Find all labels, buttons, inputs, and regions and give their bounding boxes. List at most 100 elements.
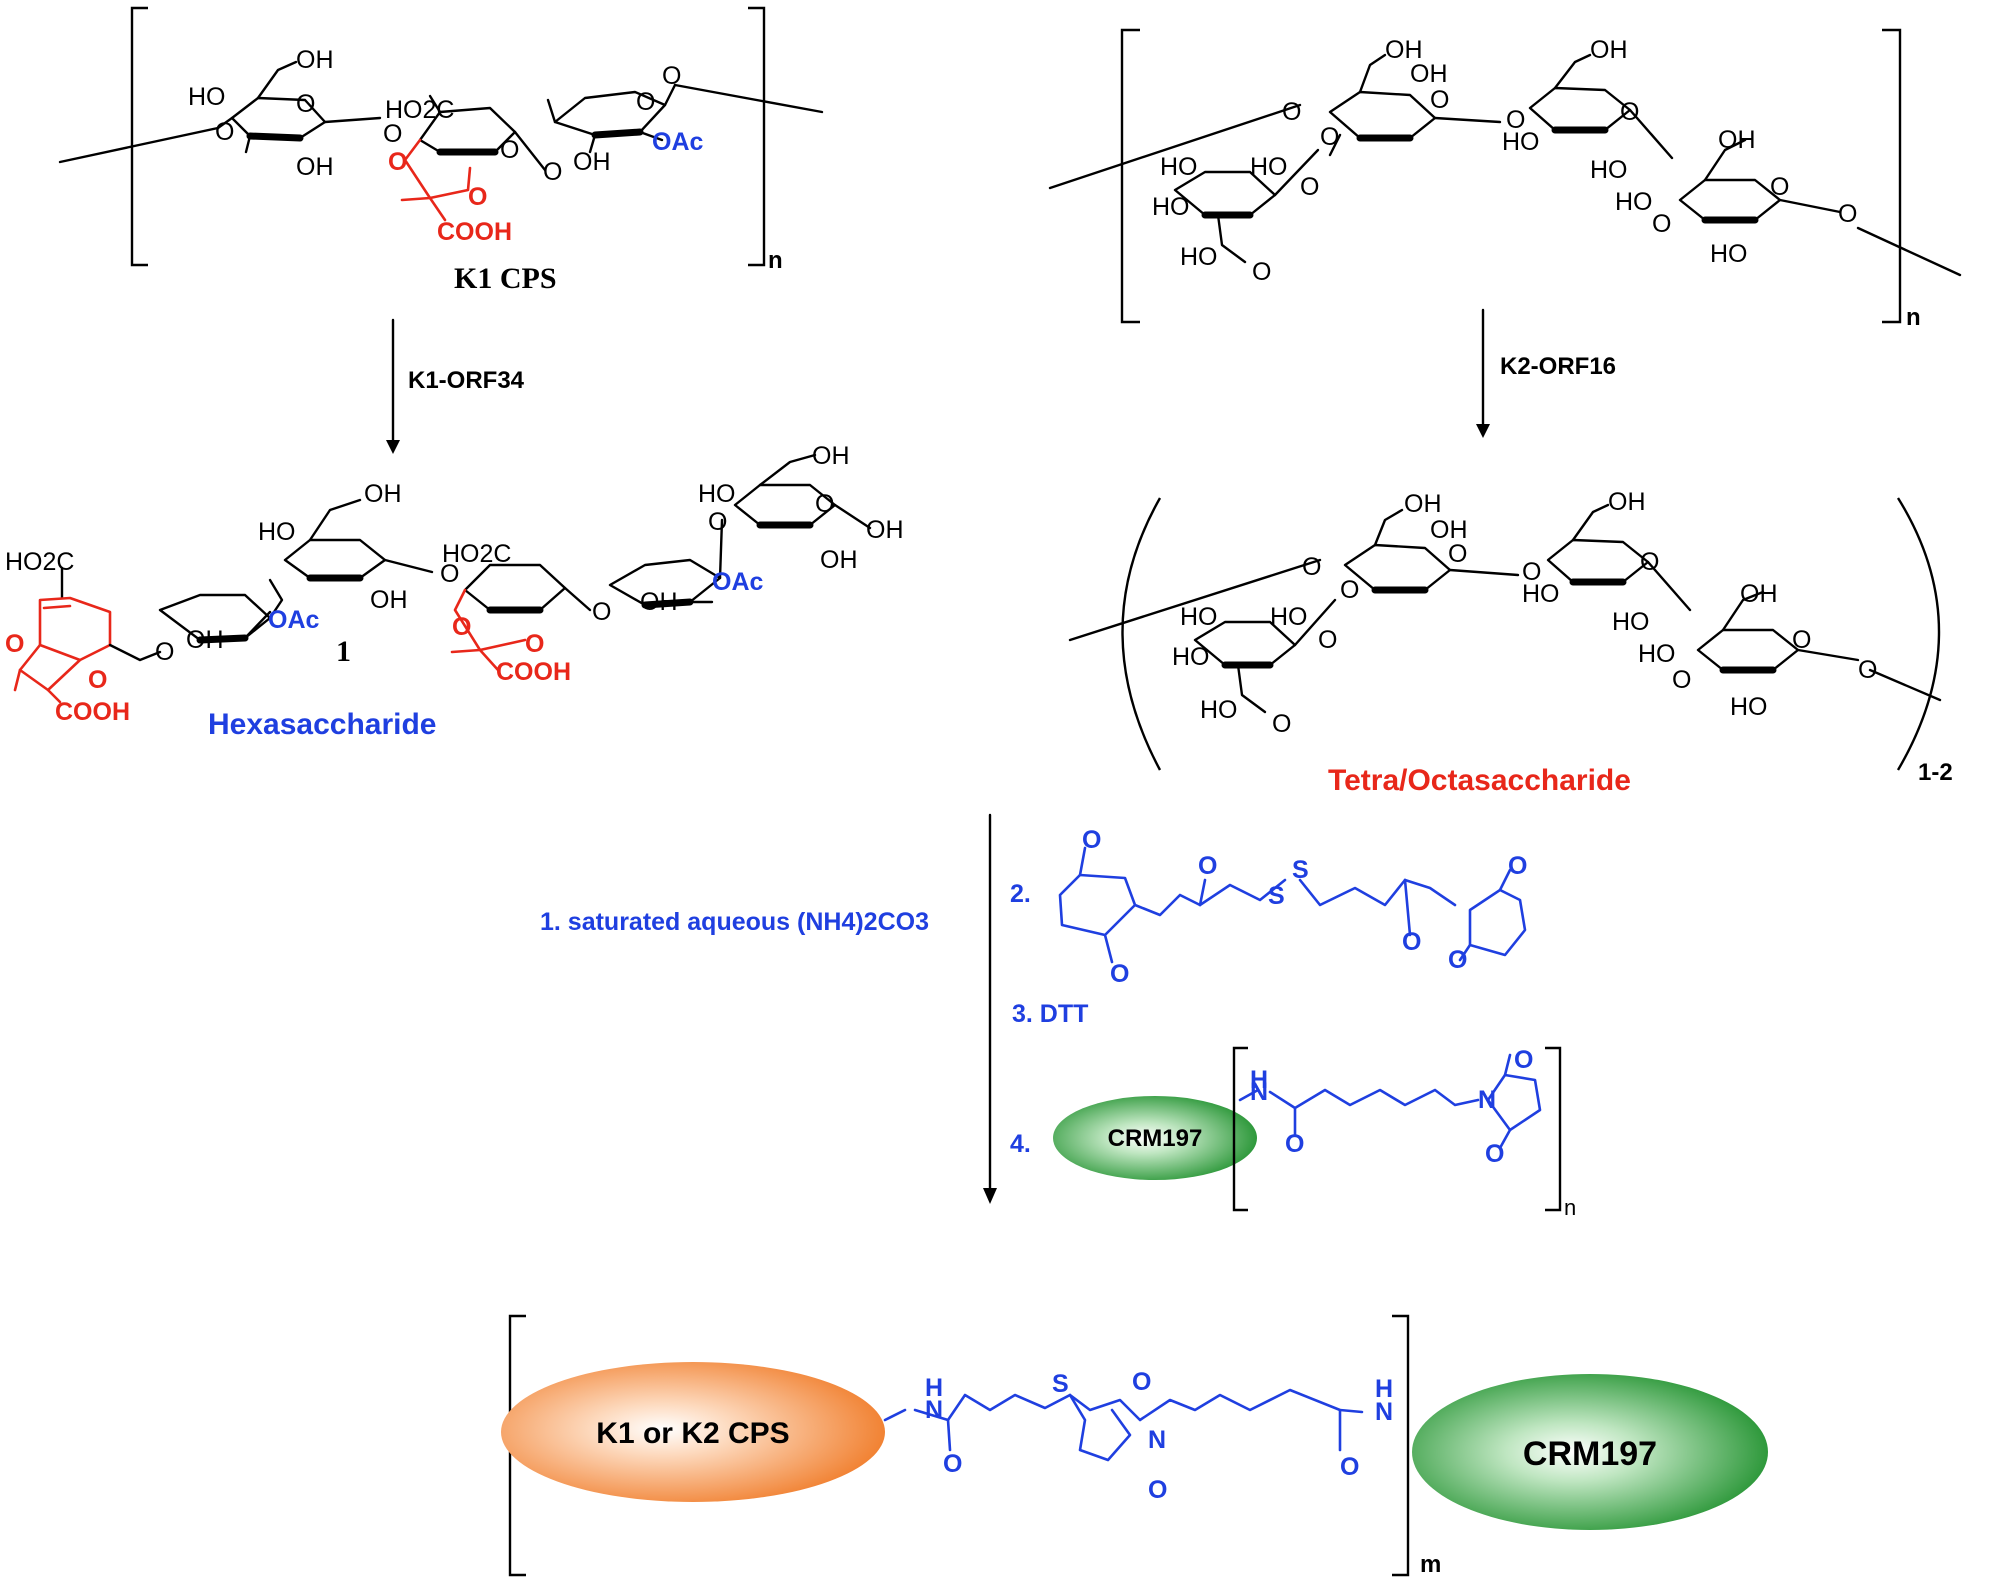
tetra-oh-2: OH <box>1430 516 1468 544</box>
hexa-oh-fuc2: OH <box>640 588 678 616</box>
k2-oh-4: OH <box>1718 126 1756 154</box>
k1-ho-left: HO <box>188 83 226 111</box>
tetra-ho-3: HO <box>1172 643 1210 671</box>
hexa-pyr-o-4: O <box>525 630 544 658</box>
k1-enzyme-arrow: K1-ORF34 <box>386 318 525 454</box>
tetra-o-link-4: O <box>1672 666 1691 694</box>
k1-cps-structure: OH HO O O OH O HO2C O O COOH O O O O OH … <box>58 6 824 295</box>
linker-o-4: O <box>1402 928 1421 956</box>
tetra-ho-c-1: HO <box>1638 640 1676 668</box>
hexa-oh-term: OH <box>820 546 858 574</box>
tetra-ho-cooh: HO <box>1200 696 1238 724</box>
conj-s: S <box>1052 1370 1069 1398</box>
reagent-step-4-label: 4. <box>1010 1130 1031 1158</box>
k2-oh-1: OH <box>1385 36 1423 64</box>
maleimide-o-2: O <box>1485 1140 1504 1168</box>
hexa-o-link-4: O <box>708 508 727 536</box>
k1-oh-top: OH <box>296 46 334 74</box>
tetra-oh-4: OH <box>1740 580 1778 608</box>
disulfide-crosslinker-structure: O O O O O O S S <box>1058 826 1527 988</box>
hexa-oh-fuc1: OH <box>186 626 224 654</box>
k1-oac-1: OAc <box>652 128 704 156</box>
k1-oh-ring1: OH <box>296 153 334 181</box>
conj-succ-o-1: O <box>1132 1368 1151 1396</box>
hexa-oh-glc-top: OH <box>364 480 402 508</box>
tetra-ho-2: HO <box>1270 603 1308 631</box>
k2-oh-2: OH <box>1410 60 1448 88</box>
k1-o-link-1: O <box>215 118 234 146</box>
hexa-ho-term: HO <box>698 480 736 508</box>
final-conjugate: K1 or K2 CPS H N O S O N O H N O CRM197 … <box>501 1314 1768 1578</box>
tetra-ring-c-o: O <box>1792 626 1811 654</box>
maleimide-nh-n: N <box>1250 1078 1268 1106</box>
hexa-ho-glc: HO <box>258 518 296 546</box>
conj-nh-h-2: H <box>1375 1375 1393 1403</box>
tetra-o-link-2: O <box>1340 576 1359 604</box>
crm197-large-label: CRM197 <box>1523 1435 1657 1473</box>
hexa-oac-2: OAc <box>712 568 764 596</box>
linker-o-5: O <box>1508 852 1527 880</box>
tetra-o-carbonyl: O <box>1272 710 1291 738</box>
crm197-small-label: CRM197 <box>1108 1125 1203 1152</box>
tetra-ring-b-o: O <box>1640 548 1659 576</box>
tetra-o-link-5: O <box>1858 656 1877 684</box>
conjugate-repeat-m: m <box>1420 1551 1441 1578</box>
k2-ho-cooh: HO <box>1180 243 1218 271</box>
maleimide-repeat-n: n <box>1564 1195 1576 1220</box>
hexa-ho2c-1: HO2C <box>5 548 74 576</box>
hexa-ring-o-term: O <box>815 490 834 518</box>
k2-ring-a-o: O <box>1430 86 1449 114</box>
tetra-ho-1: HO <box>1180 603 1218 631</box>
conj-nh-h-1: H <box>925 1374 943 1402</box>
maleimide-nh-h: H <box>1250 1066 1268 1094</box>
hexa-o-link-1: O <box>155 638 174 666</box>
hexa-pyr-o-3: O <box>452 613 471 641</box>
tetra-o-link-3: O <box>1522 558 1541 586</box>
tetra-ho-b-1: HO <box>1522 580 1560 608</box>
k1-enzyme-label: K1-ORF34 <box>408 367 525 394</box>
hexasaccharide-label: Hexasaccharide <box>208 708 437 741</box>
k1-repeat-n: n <box>768 247 783 274</box>
reagent-step-3: 3. DTT <box>1012 1000 1088 1028</box>
hexasaccharide-structure: HO2C O O COOH O OH OAc 1 HO OH OH O HO2C… <box>5 442 904 741</box>
linker-o-2: O <box>1110 960 1129 988</box>
hexa-pyr-o-2: O <box>88 666 107 694</box>
maleimide-o-amide: O <box>1285 1130 1304 1158</box>
hexa-pyr-o-1: O <box>5 630 24 658</box>
hexa-ho2c-2: HO2C <box>442 540 511 568</box>
k2-ho-glca-1: HO <box>1160 153 1198 181</box>
hexa-compound-number: 1 <box>336 635 351 668</box>
k2-repeat-n: n <box>1906 304 1921 331</box>
k2-o-link-1: O <box>1282 98 1301 126</box>
k1-ring3-o: O <box>636 88 655 116</box>
k1-cps-title: K1 CPS <box>454 262 557 295</box>
k2-enzyme-label: K2-ORF16 <box>1500 353 1616 380</box>
k2-o-link-2: O <box>1320 123 1339 151</box>
linker-o-6: O <box>1448 946 1467 974</box>
k1-k2-cps-ellipse <box>501 1362 885 1502</box>
k1-o-link-4: O <box>662 62 681 90</box>
k2-oh-3: OH <box>1590 36 1628 64</box>
linker-o-3: O <box>1198 852 1217 880</box>
conj-nh-n-1: N <box>925 1396 943 1424</box>
k2-o-link-3: O <box>1506 106 1525 134</box>
reaction-arrow <box>983 813 997 1204</box>
conj-succ-o-2: O <box>1148 1476 1167 1504</box>
tetra-ho-b-2: HO <box>1612 608 1650 636</box>
k2-ho-glca-2: HO <box>1250 153 1288 181</box>
tetra-octasaccharide-structure: OH OH O O O HO HO HO O HO O O OH O HO HO… <box>1068 488 1953 797</box>
k2-ho-b-2: HO <box>1590 156 1628 184</box>
conj-succ-n: N <box>1148 1426 1166 1454</box>
hexa-o-link-3: O <box>592 598 611 626</box>
conj-o-amide-1: O <box>943 1450 962 1478</box>
k1-cooh-1: COOH <box>437 218 512 246</box>
k2-ho-c-1: HO <box>1615 188 1653 216</box>
k2-ring-b-o: O <box>1620 98 1639 126</box>
k2-ho-c-2: HO <box>1710 240 1748 268</box>
linker-s-2: S <box>1292 856 1309 884</box>
linker-s-1: S <box>1268 882 1285 910</box>
tetra-o-glca: O <box>1318 626 1337 654</box>
k1-ring1-o: O <box>296 90 315 118</box>
tetra-repeat-sub: 1-2 <box>1918 759 1953 786</box>
maleimide-linker-structure: H N O N O O n <box>1232 1046 1576 1220</box>
